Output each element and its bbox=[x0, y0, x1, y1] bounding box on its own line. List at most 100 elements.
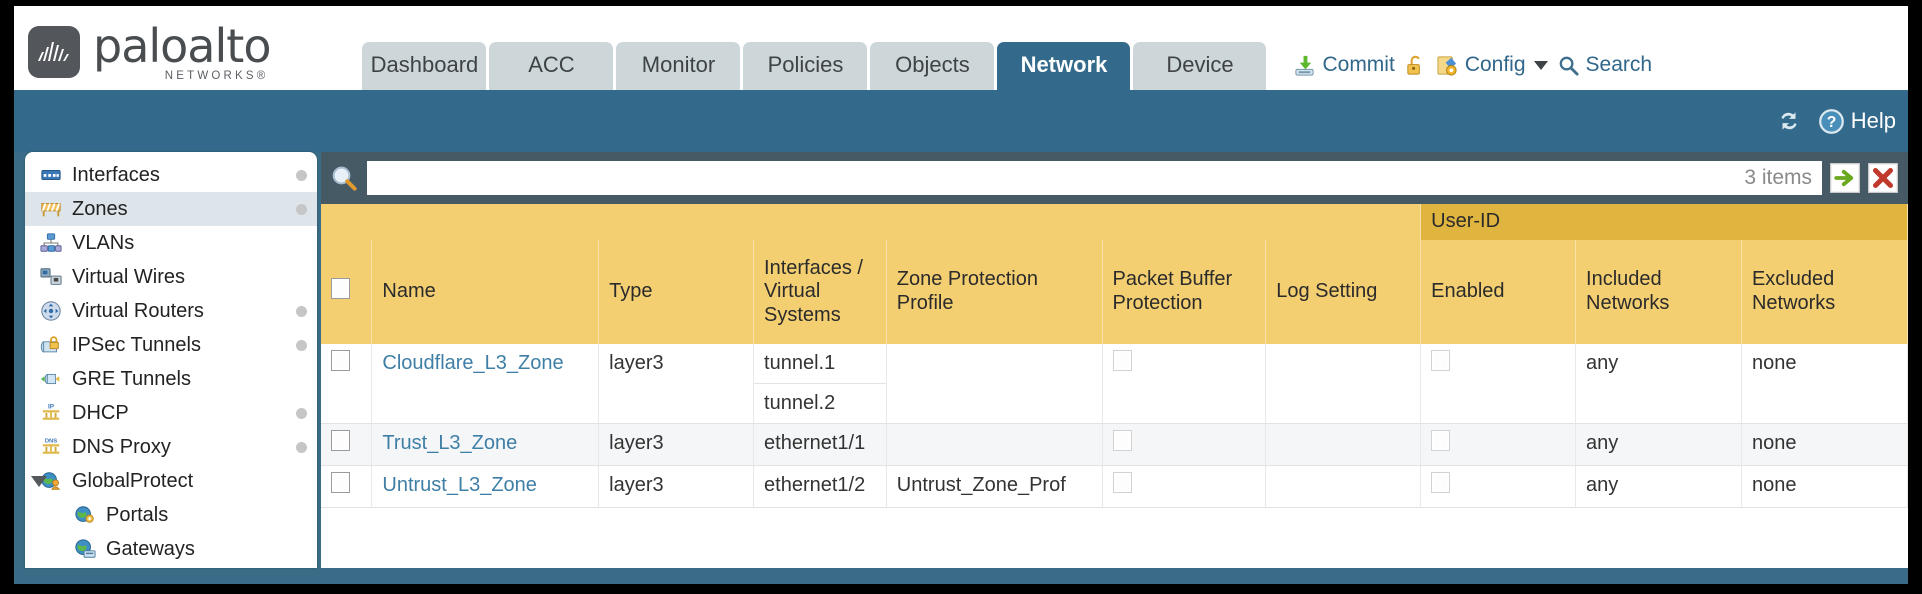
sidebar-item-gre-tunnels[interactable]: GRE Tunnels bbox=[25, 362, 317, 396]
search-label: Search bbox=[1585, 53, 1653, 76]
sidebar-item-vlans[interactable]: VLANs bbox=[25, 226, 317, 260]
user-id-enabled-checkbox[interactable] bbox=[1431, 350, 1451, 371]
sidebar-item-interfaces[interactable]: Interfaces bbox=[25, 158, 317, 192]
sidebar-item-dhcp[interactable]: IP DHCP bbox=[25, 396, 317, 430]
help-button[interactable]: ? Help bbox=[1818, 108, 1896, 135]
tab-acc[interactable]: ACC bbox=[489, 42, 614, 90]
tab-dashboard[interactable]: Dashboard bbox=[362, 42, 487, 90]
sidebar-item-gateways[interactable]: Gateways bbox=[25, 532, 317, 566]
select-all-checkbox[interactable] bbox=[331, 278, 350, 300]
cell-type: layer3 bbox=[598, 344, 755, 424]
cell-user-id-enabled[interactable] bbox=[1420, 465, 1577, 508]
table-group-header-row: User-ID bbox=[321, 204, 1908, 240]
status-dot bbox=[296, 203, 307, 215]
tab-monitor[interactable]: Monitor bbox=[616, 42, 741, 90]
table-body: Cloudflare_L3_Zone layer3 tunnel.1 tunne… bbox=[321, 344, 1908, 508]
portals-icon bbox=[75, 506, 94, 523]
column-header-type[interactable]: Type bbox=[598, 240, 755, 344]
tab-objects[interactable]: Objects bbox=[870, 42, 995, 90]
row-select-checkbox[interactable] bbox=[331, 430, 350, 451]
column-header-interfaces[interactable]: Interfaces / Virtual Systems bbox=[753, 240, 887, 344]
search-input-wrapper[interactable]: 3 items bbox=[367, 161, 1822, 195]
tab-device[interactable]: Device bbox=[1133, 42, 1267, 90]
sidebar-item-portals[interactable]: Portals bbox=[25, 498, 317, 532]
cell-included-networks: any bbox=[1575, 423, 1742, 466]
chevron-down-icon[interactable] bbox=[31, 475, 47, 487]
gre-tunnels-icon bbox=[40, 373, 60, 385]
main-navigation-tabs: Dashboard ACC Monitor Policies Objects N… bbox=[362, 42, 1269, 90]
row-select-cell[interactable] bbox=[321, 344, 373, 424]
chevron-down-icon[interactable] bbox=[1533, 60, 1548, 70]
cell-name[interactable]: Untrust_L3_Zone bbox=[371, 465, 600, 508]
user-id-enabled-checkbox[interactable] bbox=[1431, 472, 1451, 493]
search-button[interactable]: Search bbox=[1557, 53, 1653, 77]
search-input[interactable] bbox=[367, 161, 1745, 195]
column-header-included-networks[interactable]: Included Networks bbox=[1575, 240, 1742, 344]
brand-subtitle: NETWORKS® bbox=[164, 69, 269, 82]
cell-name[interactable]: Cloudflare_L3_Zone bbox=[371, 344, 600, 424]
column-header-log-setting[interactable]: Log Setting bbox=[1265, 240, 1422, 344]
zones-icon bbox=[41, 203, 61, 217]
tab-policies[interactable]: Policies bbox=[743, 42, 868, 90]
column-header-zone-protection[interactable]: Zone Protection Profile bbox=[886, 240, 1103, 344]
sidebar-item-label: Virtual Wires bbox=[72, 265, 185, 288]
clear-filter-x-icon[interactable] bbox=[1868, 163, 1898, 193]
sidebar-item-label: Zones bbox=[72, 197, 128, 220]
packet-buffer-checkbox[interactable] bbox=[1112, 472, 1132, 493]
interface-item: tunnel.1 bbox=[754, 344, 886, 384]
table-row[interactable]: Trust_L3_Zone layer3 ethernet1/1 bbox=[321, 423, 1908, 466]
refresh-button[interactable] bbox=[1776, 108, 1802, 134]
sidebar-item-label: Gateways bbox=[106, 537, 195, 560]
cell-packet-buffer[interactable] bbox=[1102, 423, 1267, 466]
cell-included-networks: any bbox=[1575, 344, 1742, 424]
sidebar-item-label: VLANs bbox=[72, 231, 135, 254]
zone-name-link[interactable]: Untrust_L3_Zone bbox=[382, 474, 537, 496]
zone-name-link[interactable]: Cloudflare_L3_Zone bbox=[382, 352, 564, 374]
cell-zone-protection bbox=[886, 423, 1103, 466]
config-menu[interactable]: Config bbox=[1436, 53, 1548, 77]
apply-filter-arrow-icon[interactable] bbox=[1830, 163, 1860, 193]
item-count-label: 3 items bbox=[1744, 166, 1812, 189]
packet-buffer-checkbox[interactable] bbox=[1112, 430, 1132, 451]
cell-log-setting bbox=[1265, 423, 1422, 466]
cell-packet-buffer[interactable] bbox=[1102, 344, 1267, 424]
column-header-packet-buffer[interactable]: Packet Buffer Protection bbox=[1102, 240, 1267, 344]
commit-button[interactable]: Commit bbox=[1293, 53, 1395, 77]
status-dot bbox=[296, 305, 307, 317]
table-row[interactable]: Cloudflare_L3_Zone layer3 tunnel.1 tunne… bbox=[321, 344, 1908, 424]
group-header-spacer bbox=[321, 204, 1422, 240]
sidebar-item-label: DNS Proxy bbox=[72, 435, 171, 458]
search-magnifier-icon[interactable] bbox=[329, 163, 359, 193]
row-select-checkbox[interactable] bbox=[331, 350, 350, 371]
row-select-cell[interactable] bbox=[321, 423, 373, 466]
gateways-icon bbox=[75, 539, 96, 558]
row-select-cell[interactable] bbox=[321, 465, 373, 508]
sidebar-item-dns-proxy[interactable]: DNS DNS Proxy bbox=[25, 430, 317, 464]
table-row[interactable]: Untrust_L3_Zone layer3 ethernet1/2 Untru… bbox=[321, 465, 1908, 508]
cell-name[interactable]: Trust_L3_Zone bbox=[371, 423, 600, 466]
sidebar-item-virtual-routers[interactable]: Virtual Routers bbox=[25, 294, 317, 328]
sidebar-item-globalprotect[interactable]: GlobalProtect bbox=[25, 464, 317, 498]
packet-buffer-checkbox[interactable] bbox=[1112, 350, 1132, 371]
sidebar-item-zones[interactable]: Zones bbox=[25, 192, 317, 226]
lock-button[interactable] bbox=[1404, 54, 1427, 77]
sidebar-item-ipsec-tunnels[interactable]: IPSec Tunnels bbox=[25, 328, 317, 362]
zone-name-link[interactable]: Trust_L3_Zone bbox=[382, 432, 518, 454]
user-id-enabled-checkbox[interactable] bbox=[1431, 430, 1451, 451]
cell-user-id-enabled[interactable] bbox=[1420, 423, 1577, 466]
tab-network[interactable]: Network bbox=[997, 42, 1131, 90]
cell-packet-buffer[interactable] bbox=[1102, 465, 1267, 508]
column-header-excluded-networks[interactable]: Excluded Networks bbox=[1741, 240, 1908, 344]
zones-table: User-ID Name Type Interfaces / Virtual S… bbox=[321, 204, 1908, 508]
cell-user-id-enabled[interactable] bbox=[1420, 344, 1577, 424]
row-select-checkbox[interactable] bbox=[331, 472, 350, 493]
config-label: Config bbox=[1464, 53, 1526, 76]
select-all-header[interactable] bbox=[321, 240, 373, 344]
content-panel: 3 items bbox=[321, 152, 1908, 568]
sidebar-item-label: GlobalProtect bbox=[72, 469, 194, 492]
sidebar-item-virtual-wires[interactable]: Virtual Wires bbox=[25, 260, 317, 294]
body-area: Interfaces Zones bbox=[14, 152, 1908, 568]
column-header-name[interactable]: Name bbox=[371, 240, 600, 344]
cell-zone-protection: Untrust_Zone_Prof bbox=[886, 465, 1103, 508]
column-header-enabled[interactable]: Enabled bbox=[1420, 240, 1577, 344]
